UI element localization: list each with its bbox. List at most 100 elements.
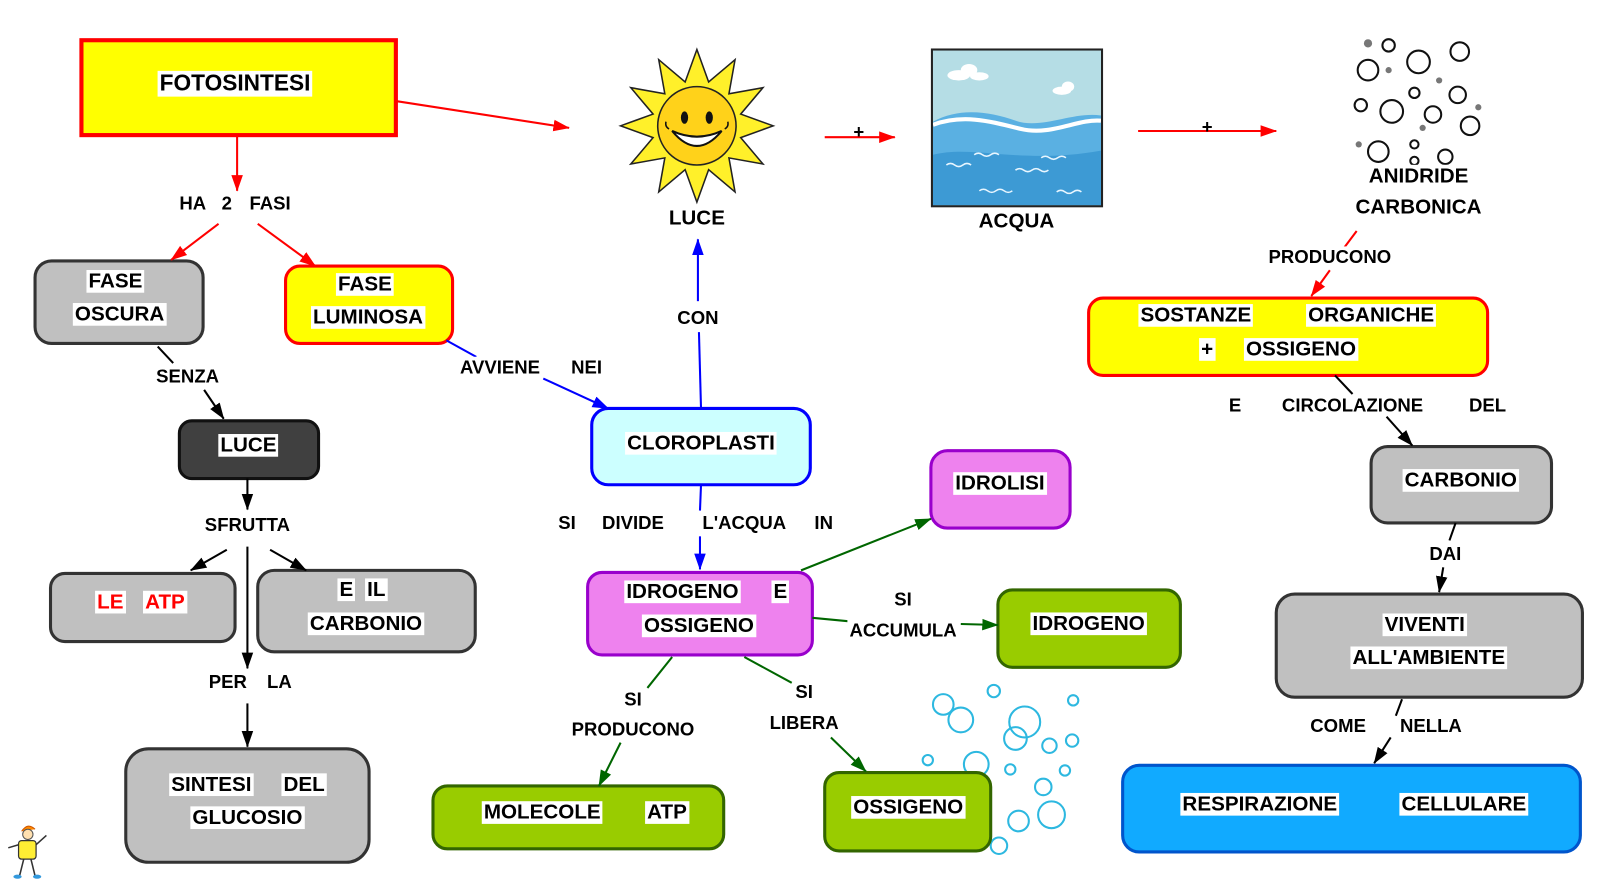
node-anidride-label: ANIDRIDE — [1366, 164, 1471, 188]
node-glucosio-word: GLUCOSIO — [190, 806, 305, 830]
node-carbonio-word: CARBONIO — [307, 612, 425, 636]
node-del-word: DEL — [281, 773, 327, 797]
oxygen-bubble — [1037, 800, 1066, 830]
co2-bubble — [1409, 139, 1420, 150]
link-libera-ossigeno — [830, 736, 867, 773]
node-oscura-word: OSCURA — [72, 303, 167, 327]
node-luce-label: LUCE — [666, 207, 728, 231]
water-frame — [930, 48, 1104, 208]
node-il-word: IL — [365, 578, 388, 602]
node-fase-oscura-word: FASE — [86, 270, 145, 294]
link-per-word: PER — [206, 671, 249, 693]
co2-bubble — [1449, 41, 1471, 62]
link-senza-luce — [203, 389, 225, 420]
link-producono-word: PRODUCONO — [569, 718, 697, 740]
water-foam — [932, 117, 1102, 133]
link-anidride-producono — [1343, 230, 1358, 249]
node-e-and-word: E — [771, 580, 790, 604]
node-molecole-atp-word: ATP — [645, 801, 689, 825]
link-producono-label: PRODUCONO — [1266, 246, 1394, 268]
link-avviene-cloroplasti — [542, 377, 609, 410]
link-si-divide-si-word: SI — [556, 512, 578, 534]
node-ambiente-word: ALL'AMBIENTE — [1350, 646, 1508, 670]
oxygen-bubble — [1003, 726, 1028, 751]
carbon-dioxide-bubbles-icon — [1353, 38, 1482, 167]
link-plus-luce-acqua: + — [853, 121, 865, 143]
node-e-word: E — [337, 578, 356, 602]
co2-bubble — [1423, 105, 1443, 124]
co2-bubble — [1448, 85, 1467, 105]
link-del-word: DEL — [1466, 394, 1509, 416]
co2-bubble — [1366, 140, 1390, 163]
link-oscura-senza — [156, 345, 174, 364]
link-carbonio-dai — [1448, 522, 1457, 541]
link-2-word: 2 — [219, 192, 235, 214]
link-come-respirazione — [1373, 736, 1392, 764]
co2-bubble — [1408, 86, 1421, 100]
node-idrogeno-label: IDROGENO — [1030, 612, 1147, 636]
node-idrogeno-word: IDROGENO — [624, 580, 741, 604]
node-organiche-word: ORGANICHE — [1306, 304, 1437, 328]
oxygen-bubble — [1058, 764, 1072, 777]
link-viventi-come — [1394, 698, 1403, 717]
link-la-word: LA — [264, 671, 294, 693]
node-luce-box-label: LUCE — [218, 434, 279, 458]
sun-cheeks — [664, 121, 729, 130]
co2-bubble — [1353, 97, 1369, 113]
link-idrogeno-ossigeno-producono — [646, 656, 673, 689]
oxygen-bubble — [1066, 694, 1080, 707]
oxygen-bubble — [1064, 733, 1080, 748]
oxygen-bubble — [921, 753, 934, 767]
link-fasi-word: FASI — [247, 192, 293, 214]
sun-icon — [618, 47, 776, 205]
link-con-label: CON — [675, 307, 721, 329]
node-fotosintesi-label: FOTOSINTESI — [157, 70, 313, 97]
node-cloroplasti-label: CLOROPLASTI — [625, 431, 777, 456]
node-sostanze-word: SOSTANZE — [1138, 304, 1254, 328]
link-producono-sostanze — [1310, 269, 1331, 297]
node-le-atp-box — [48, 571, 237, 644]
co2-bubble — [1475, 104, 1482, 111]
co2-bubble — [1436, 77, 1443, 84]
oxygen-bubbles-icon — [921, 683, 1080, 856]
node-acqua-label: ACQUA — [976, 210, 1057, 234]
oxygen-bubble — [986, 683, 1002, 699]
link-come-word: COME — [1308, 715, 1369, 737]
link-plus-acqua-anidride: + — [1201, 116, 1213, 138]
link-circolazione-word: CIRCOLAZIONE — [1279, 394, 1426, 416]
node-ossigeno-word: OSSIGENO — [1243, 338, 1359, 362]
link-ha2fasi-oscura — [170, 222, 220, 261]
node-sintesi-word: SINTESI — [169, 773, 254, 797]
node-ossigeno-label: OSSIGENO — [851, 796, 966, 820]
node-carbonio-label: CARBONIO — [1402, 469, 1519, 493]
co2-bubble — [1409, 155, 1420, 167]
cmap-mascot-icon — [8, 825, 47, 879]
node-viventi-word: VIVENTI — [1382, 613, 1467, 637]
link-si-accumula-si-word: SI — [892, 588, 914, 610]
link-sfrutta-label: SFRUTTA — [202, 514, 293, 536]
oxygen-bubble — [989, 836, 1009, 856]
link-nei-word: NEI — [569, 356, 605, 378]
node-cellulare-word: CELLULARE — [1399, 792, 1529, 817]
node-carbonica-label: CARBONICA — [1353, 195, 1484, 219]
link-sostanze-circolazione — [1334, 374, 1354, 395]
oxygen-bubble — [931, 693, 955, 716]
link-fotosintesi-luce — [395, 100, 570, 132]
co2-bubble — [1363, 39, 1373, 48]
node-fase-luminosa-word: FASE — [335, 273, 394, 297]
link-dai-label: DAI — [1427, 543, 1464, 565]
links-red — [170, 100, 1358, 297]
node-viventi-box — [1274, 592, 1584, 699]
link-si-producono-si-word: SI — [622, 688, 644, 710]
link-ha-word: HA — [177, 192, 209, 214]
link-e-word: E — [1226, 394, 1244, 416]
sun-eye-left — [680, 111, 689, 124]
links-blue — [445, 238, 706, 571]
oxygen-bubble — [1004, 763, 1017, 776]
link-si-libera-si-word: SI — [793, 681, 815, 703]
link-acqua-word: L'ACQUA — [700, 512, 789, 534]
oxygen-bubble — [1041, 737, 1058, 754]
link-ha2fasi-luminosa — [257, 222, 317, 267]
link-divide-word: DIVIDE — [599, 512, 666, 534]
